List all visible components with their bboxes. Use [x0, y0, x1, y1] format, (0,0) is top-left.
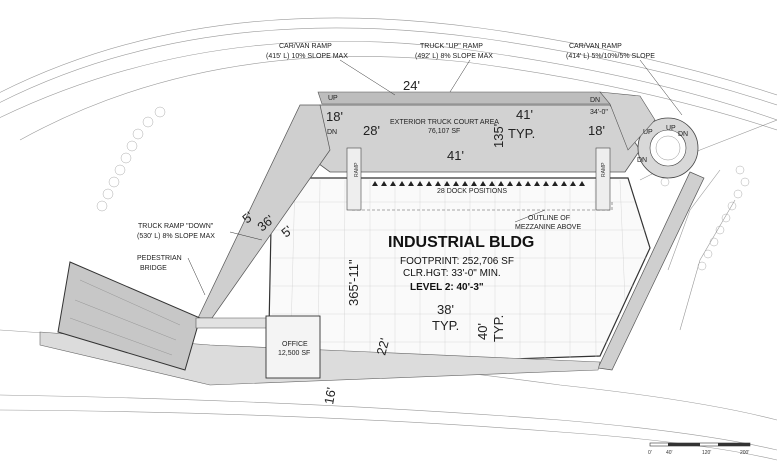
scale-bar: 0' 40' 120' 200' [648, 442, 751, 456]
car-ramp-1-spec: (415' L) 10% SLOPE MAX [266, 53, 348, 60]
office-title: OFFICE [282, 341, 308, 348]
ramp-right-label: RAMP [601, 162, 607, 177]
mezzanine-label-1: OUTLINE OF [528, 215, 570, 222]
up-label-2: UP [643, 129, 653, 136]
building-footprint: FOOTPRINT: 252,706 SF [400, 256, 514, 267]
scale-tick-40: 40' [666, 450, 673, 456]
scale-tick-200: 200' [740, 450, 749, 456]
building-level: LEVEL 2: 40'-3" [410, 282, 484, 293]
ramp-box-left [346, 147, 362, 211]
dim-41-mid: 41' [447, 148, 464, 163]
up-label-3: UP [666, 125, 676, 132]
typ-label-3: TYP. [491, 315, 506, 342]
building-name: INDUSTRIAL BLDG [388, 234, 534, 251]
truck-up-ramp [317, 91, 619, 105]
trees [96, 106, 750, 271]
leader-lines [187, 59, 683, 296]
car-ramp-2-spec: (414' L) 5%/10%/5% SLOPE [566, 53, 655, 60]
truck-down-title: TRUCK RAMP "DOWN" [138, 223, 214, 230]
scale-tick-0: 0' [648, 450, 652, 456]
dock-markers [372, 181, 585, 186]
dn-label-2: DN [590, 97, 600, 104]
car-ramp-1-title: CAR/VAN RAMP [279, 43, 332, 50]
dim-22: 22' [373, 337, 392, 357]
typ-label-1: TYP. [508, 126, 535, 141]
truck-up-title: TRUCK "UP" RAMP [420, 43, 483, 50]
dim-18-right: 18' [588, 123, 605, 138]
scale-tick-120: 120' [702, 450, 711, 456]
dock-positions-label: 28 DOCK POSITIONS [437, 188, 507, 195]
truck-up-spec: (492' L) 8% SLOPE MAX [415, 53, 493, 60]
ramp-left-label: RAMP [354, 162, 360, 177]
car-ramp-2-title: CAR/VAN RAMP [569, 43, 622, 50]
dim-24: 24' [403, 78, 420, 93]
up-label-1: UP [328, 95, 338, 102]
parking-structure [57, 261, 201, 371]
dim-38: 38' [437, 302, 454, 317]
dn-label-4: DN [637, 157, 647, 164]
ramp-box-right [595, 147, 611, 211]
mezzanine-label-2: MEZZANINE ABOVE [515, 224, 581, 231]
dim-40: 40' [475, 323, 490, 340]
dn-label-1: DN [327, 129, 337, 136]
circular-ramp [637, 117, 699, 179]
office-block [265, 315, 321, 379]
ped-bridge-label-1: PEDESTRIAN [137, 255, 182, 262]
truck-court-title: EXTERIOR TRUCK COURT AREA [390, 119, 499, 126]
parking-stalls [69, 279, 181, 356]
ramp-dim-label: 34'-0" [590, 109, 608, 116]
dim-135: 135' [491, 124, 506, 148]
truck-court-area: 76,107 SF [428, 128, 460, 135]
dn-label-3: DN [678, 131, 688, 138]
dim-16: 16' [321, 386, 339, 405]
office-area: 12,500 SF [278, 350, 310, 357]
column-grid [272, 179, 646, 373]
east-ramp [597, 171, 705, 371]
pedestrian-bridge [195, 317, 273, 329]
truck-down-ramp [197, 104, 331, 319]
car-ramp-top-right [599, 91, 656, 151]
dim-28: 28' [363, 123, 380, 138]
dim-18-left: 18' [326, 109, 343, 124]
typ-label-2: TYP. [432, 318, 459, 333]
truck-down-spec: (530' L) 8% SLOPE MAX [137, 233, 215, 240]
dim-365: 365'-11" [346, 259, 361, 306]
building-clear-height: CLR.HGT: 33'-0" MIN. [403, 268, 501, 279]
ped-bridge-label-2: BRIDGE [140, 265, 167, 272]
dim-41-top: 41' [516, 107, 533, 122]
